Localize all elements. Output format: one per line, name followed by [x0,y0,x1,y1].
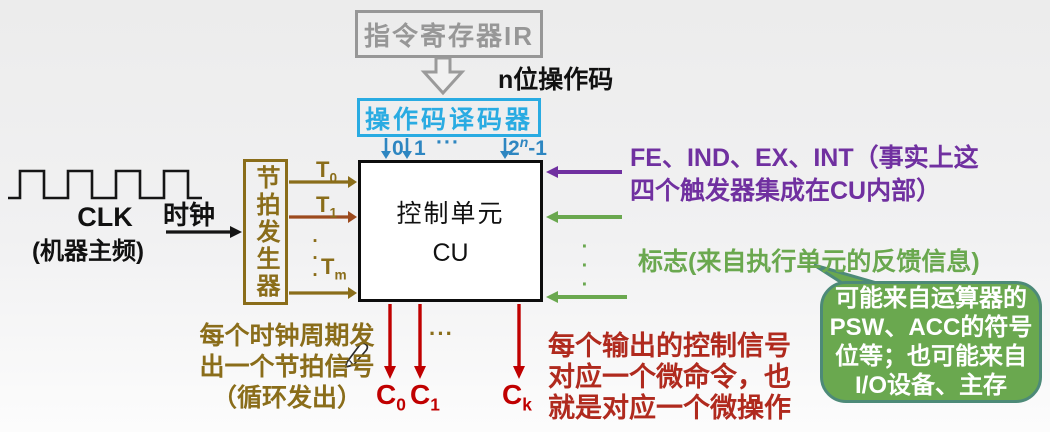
t1-label: T1 [316,192,338,221]
flags-note: 标志(来自执行单元的反馈信息) [638,248,980,276]
flipflop-note-line2: 四个触发器集成在CU内部） [630,177,942,205]
clock-note-line2: 出一个节拍信号 [199,353,375,381]
t-ellipsis: ··· [305,231,326,282]
opcode-decoder-label: 操作码译码器 [364,105,533,134]
decoder-output-label-n: 2n-1 [508,134,547,160]
clock-note-line1: 每个时钟周期发 [199,322,375,350]
superscript-n: n [519,134,529,150]
bubble-line3: 位等；也可能来自 [835,343,1027,370]
flag-ellipsis: ··· [574,236,596,293]
bubble-line2: PSW、ACC的符号 [829,314,1033,341]
decoder-output-ellipsis: ··· [436,131,460,154]
microop-note: 每个输出的控制信号 对应一个微命令，也 就是对应一个微操作 [548,331,848,424]
t0-arrow [289,176,357,188]
microop-note-line3: 就是对应一个微操作 [548,393,791,423]
decoder-output-arrow-1 [402,138,412,159]
ck-arrow [513,304,525,379]
microop-note-line2: 对应一个微命令，也 [548,362,791,392]
c1-arrow [414,304,426,379]
t0-label: T0 [316,157,338,186]
decoder-output-arrow-n [500,138,510,159]
control-unit-name: 控制单元 [396,200,505,228]
clock-waveform [8,169,202,200]
c0-label: C0 [376,379,406,415]
flag-arrow-top [546,211,622,223]
microop-note-line1: 每个输出的控制信号 [548,331,791,361]
timing-generator-box: 节拍发生器 [243,159,288,305]
c-ellipsis: ··· [429,321,454,346]
control-unit-box: 控制单元 CU [358,160,543,302]
flipflop-note-line1: FE、IND、EX、INT（事实上这 [630,144,979,172]
ck-label: Ck [502,379,532,415]
ir-to-decoder-arrow [420,56,466,96]
clock-arrow [166,226,242,238]
decoder-output-label-0: 0 [392,137,404,160]
bubble-line4: I/O设备、主存 [854,372,1007,399]
c1-label: C1 [410,379,440,415]
bubble-line1: 可能来自运算器的 [835,285,1027,312]
control-unit-abbr: CU [432,239,469,267]
flag-arrow-bottom [546,291,627,303]
tm-arrow [289,287,357,299]
timing-generator-label: 节拍发生器 [252,164,279,300]
pen-icon [344,342,369,368]
instruction-register-box: 指令寄存器IR [355,10,543,58]
decoder-output-label-1: 1 [414,137,426,160]
feedback-source-bubble: 可能来自运算器的 PSW、ACC的符号 位等；也可能来自 I/O设备、主存 [820,281,1042,403]
flipflop-arrow [546,166,622,178]
t1-arrow [289,211,357,223]
clock-cycle-note: 每个时钟周期发 出一个节拍信号 （循环发出） [148,321,426,414]
c0-arrow [384,304,396,379]
clock-signal-label: 时钟 [163,200,216,230]
clk-label: CLK [77,202,133,232]
instruction-register-label: 指令寄存器IR [363,20,534,51]
tm-label: Tm [321,254,347,283]
opcode-note: n位操作码 [498,66,614,94]
decoder-output-arrow-0 [381,138,391,159]
opcode-decoder-box: 操作码译码器 [357,98,541,137]
clk-sublabel: (机器主频) [32,238,144,265]
flipflop-note: FE、IND、EX、INT（事实上这 四个触发器集成在CU内部） [630,142,1050,208]
clock-note-line3: （循环发出） [211,384,362,412]
